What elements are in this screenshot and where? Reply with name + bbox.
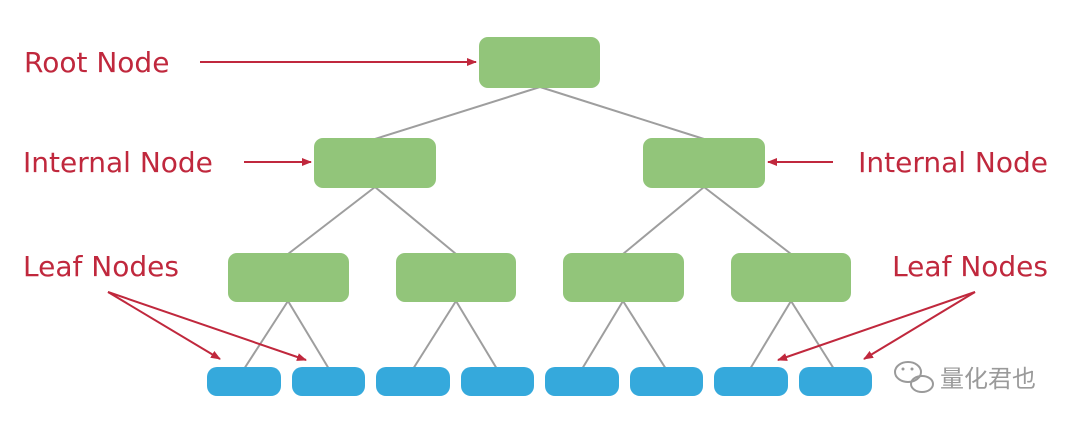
internal-node-level2-2 xyxy=(396,253,516,302)
edge-root-internal-left xyxy=(374,86,541,140)
internal-node-left xyxy=(314,138,436,188)
annotation-labels: Root Node Internal Node Internal Node Le… xyxy=(23,46,1048,283)
edge-internal-right-node-4 xyxy=(703,186,792,255)
green-nodes xyxy=(228,37,851,302)
edge-node-2-leaf-4 xyxy=(455,300,498,370)
edge-node-3-leaf-5 xyxy=(581,300,624,370)
leaf-right-arrow-2 xyxy=(863,291,976,360)
wechat-icon xyxy=(894,361,934,393)
annotation-arrows xyxy=(107,58,976,361)
leaf-node-7 xyxy=(714,367,788,396)
leaf-nodes xyxy=(207,367,872,396)
leaf-node-5 xyxy=(545,367,619,396)
leaf-node-4 xyxy=(461,367,534,396)
edge-node-3-leaf-6 xyxy=(622,300,667,370)
edge-node-4-leaf-7 xyxy=(749,300,792,370)
leaf-nodes-left-label: Leaf Nodes xyxy=(23,250,179,283)
root-node-label: Root Node xyxy=(24,46,169,79)
edge-node-2-leaf-3 xyxy=(412,300,457,370)
leaf-node-1 xyxy=(207,367,281,396)
leaf-right-arrow-1 xyxy=(777,291,976,361)
tree-edges xyxy=(243,86,835,370)
leaf-left-arrow-1 xyxy=(107,291,221,360)
edge-node-1-leaf-2 xyxy=(287,300,330,370)
internal-node-level2-3 xyxy=(563,253,684,302)
watermark-text: 量化君也 xyxy=(940,365,1036,393)
leaf-node-8 xyxy=(799,367,872,396)
internal-node-right xyxy=(643,138,765,188)
edge-internal-left-node-1 xyxy=(287,186,376,255)
root-node xyxy=(479,37,600,88)
watermark: 量化君也 xyxy=(894,361,1036,393)
internal-node-level2-4 xyxy=(731,253,851,302)
internal-node-level2-1 xyxy=(228,253,349,302)
leaf-left-arrow-2 xyxy=(107,291,307,361)
leaf-nodes-right-label: Leaf Nodes xyxy=(892,250,1048,283)
edge-internal-right-node-3 xyxy=(622,186,705,255)
edge-node-4-leaf-8 xyxy=(790,300,835,370)
edge-node-1-leaf-1 xyxy=(243,300,289,370)
leaf-node-3 xyxy=(376,367,450,396)
edge-internal-left-node-2 xyxy=(374,186,457,255)
edge-root-internal-right xyxy=(539,86,705,140)
internal-node-right-label: Internal Node xyxy=(858,146,1048,179)
leaf-node-2 xyxy=(292,367,365,396)
leaf-node-6 xyxy=(630,367,703,396)
internal-node-left-label: Internal Node xyxy=(23,146,213,179)
